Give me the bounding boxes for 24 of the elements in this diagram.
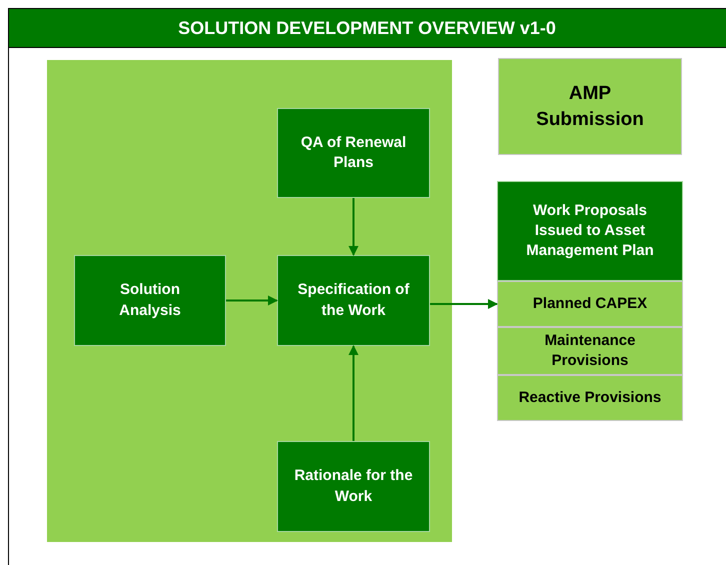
- panel-background: [47, 60, 452, 542]
- box-label: Rationale for the Work: [293, 466, 414, 506]
- output-box: [498, 58, 682, 155]
- box-label: Specification of the Work: [296, 280, 410, 320]
- arrow: [348, 198, 358, 256]
- box-label: AMP Submission: [535, 82, 645, 132]
- output-box: [497, 281, 683, 327]
- process-box: [277, 255, 430, 346]
- arrow: [348, 345, 358, 441]
- output-box: [497, 327, 683, 375]
- box-label: Planned CAPEX: [532, 294, 648, 314]
- output-box: [497, 375, 683, 421]
- box-label: Solution Analysis: [118, 280, 182, 320]
- arrow: [430, 299, 498, 309]
- process-box: [497, 181, 683, 281]
- box-label: Reactive Provisions: [518, 388, 662, 408]
- process-box: [277, 108, 430, 198]
- process-box: [277, 441, 430, 532]
- box-label: Maintenance Provisions: [544, 330, 636, 371]
- process-box: [74, 255, 226, 346]
- box-label: Work Proposals Issued to Asset Management Plan: [525, 200, 655, 262]
- title-bar: SOLUTION DEVELOPMENT OVERVIEW v1-0: [9, 9, 726, 48]
- arrow: [226, 296, 278, 306]
- box-label: QA of Renewal Plans: [300, 132, 408, 173]
